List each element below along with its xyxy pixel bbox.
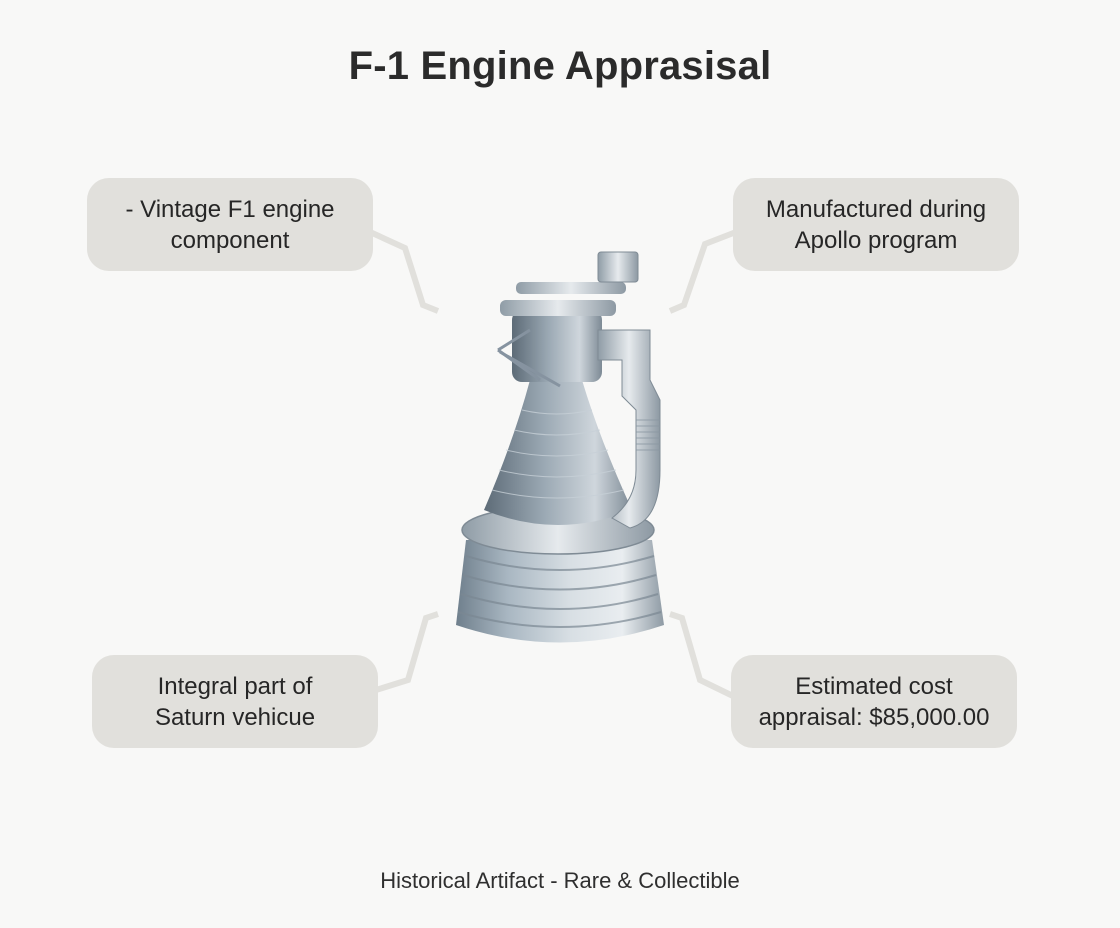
callout-apollo-program: Manufactured during Apollo program	[733, 178, 1019, 271]
callout-text-line: - Vintage F1 engine	[125, 195, 335, 223]
footer-caption: Historical Artifact - Rare & Collectible	[380, 868, 740, 893]
callout-text-line: Estimated cost	[795, 672, 953, 700]
callout-cost-appraisal: Estimated cost appraisal: $85,000.00	[731, 655, 1017, 748]
connector-bottom-right	[669, 611, 737, 700]
connector-top-left	[368, 229, 440, 314]
callout-text-line: Integral part of	[157, 672, 313, 700]
callout-saturn-vehicle: Integral part of Saturn vehicue	[92, 655, 378, 748]
connector-bottom-left	[375, 611, 439, 693]
page-title: F-1 Engine Apprasisal	[348, 44, 772, 88]
connector-top-right	[668, 229, 738, 314]
callout-text-line: appraisal: $85,000.00	[758, 703, 990, 731]
callout-vintage-component: - Vintage F1 engine component	[87, 178, 373, 271]
callout-text-line: Saturn vehicue	[154, 703, 316, 731]
engine-illustration	[456, 251, 664, 643]
callout-text-line: Apollo program	[794, 226, 958, 254]
callout-text-line: Manufactured during	[765, 195, 987, 223]
callout-text-line: component	[170, 226, 290, 254]
